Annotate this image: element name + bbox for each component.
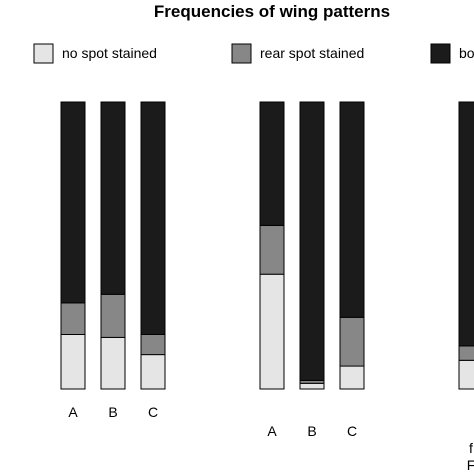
bar-segment-g0-A-s1 — [60, 302, 86, 335]
chart-title: Frequencies of wing patterns — [154, 2, 390, 21]
tick-label-g1-C: C — [347, 423, 357, 439]
bar-segment-g0-A-s0 — [60, 334, 86, 390]
legend-swatch — [33, 43, 54, 64]
bar-segment-g1-C-s2 — [339, 101, 365, 318]
legend-label: rear spot stained — [260, 45, 364, 61]
bar-segment-g0-C-s1 — [140, 334, 166, 356]
bar-segment-g2-f-s0 — [458, 359, 474, 390]
legend: no spot stained rear spot stained bo — [33, 43, 474, 64]
bar-segment-g1-B-s2 — [299, 101, 325, 381]
legend-swatch — [231, 43, 252, 64]
bar-segment-g1-B-s0 — [299, 382, 325, 390]
bar-segment-g0-C-s2 — [140, 101, 166, 335]
tick-label-g0-A: A — [68, 404, 78, 420]
legend-label: bo — [459, 45, 474, 61]
bar-segment-g0-A-s2 — [60, 101, 86, 304]
legend-label: no spot stained — [62, 45, 157, 61]
bar-segment-g0-B-s0 — [100, 336, 126, 390]
legend-item-1: rear spot stained — [231, 43, 364, 64]
legend-item-2: bo — [430, 43, 474, 64]
tick-label-g1-A: A — [267, 423, 277, 439]
bars — [60, 101, 474, 390]
bar-segment-g2-f-s2 — [458, 101, 474, 347]
extra-label-0: F — [467, 457, 474, 473]
bar-segment-g1-A-s1 — [259, 224, 285, 275]
tick-label-g0-B: B — [108, 404, 117, 420]
tick-labels: A B C A B CfF — [68, 404, 474, 473]
bar-segment-g1-A-s2 — [259, 101, 285, 226]
legend-swatch — [430, 43, 451, 64]
bar-segment-g0-B-s1 — [100, 293, 126, 338]
bar-segment-g1-C-s1 — [339, 316, 365, 367]
tick-label-g1-B: B — [307, 423, 316, 439]
bar-segment-g0-B-s2 — [100, 101, 126, 295]
tick-label-g2-f: f — [469, 440, 473, 456]
bar-segment-g0-C-s0 — [140, 354, 166, 390]
legend-item-0: no spot stained — [33, 43, 157, 64]
tick-label-g0-C: C — [148, 404, 158, 420]
bar-segment-g1-A-s0 — [259, 273, 285, 390]
bar-segment-g1-C-s0 — [339, 365, 365, 390]
bar-segment-g2-f-s1 — [458, 345, 474, 361]
